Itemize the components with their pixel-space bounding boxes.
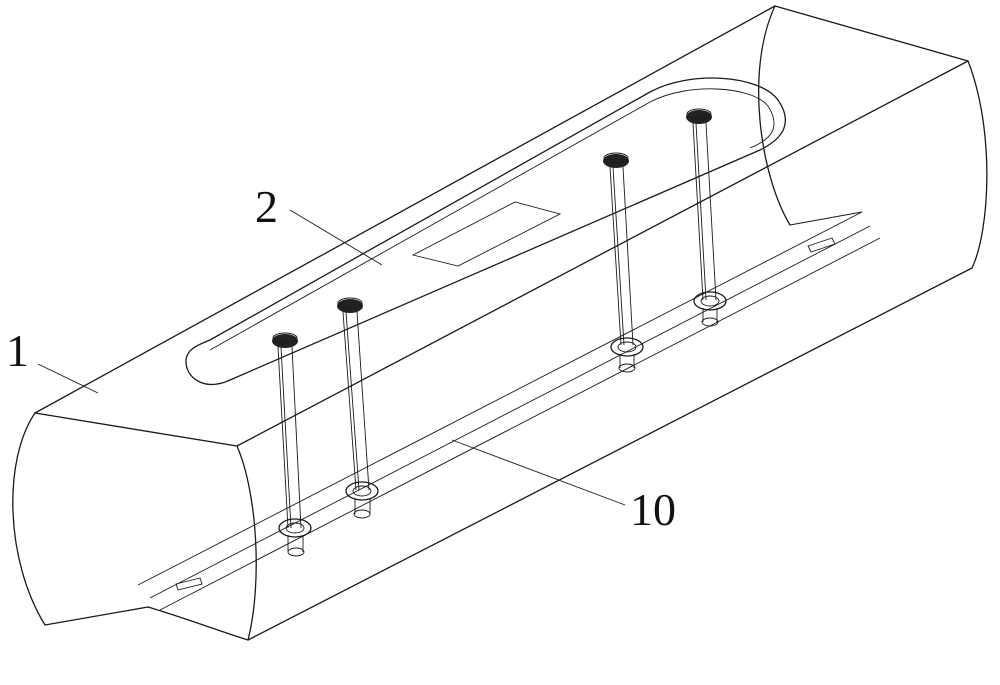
groove-line-lower (160, 238, 880, 610)
bolt-3 (603, 153, 643, 372)
bolt-4-nut (694, 292, 726, 310)
body-right-end-outer (968, 61, 987, 268)
label-groove: 10 (630, 484, 676, 535)
body-front-edge (35, 61, 968, 446)
label-body: 1 (6, 325, 29, 376)
label-plate: 2 (255, 181, 278, 232)
groove-slot-right (808, 238, 835, 252)
body-left-end-inner (237, 446, 256, 640)
bolt-1-nut (279, 519, 311, 537)
bolt-2-nut (346, 482, 378, 500)
body-left-end-outer (13, 413, 45, 625)
groove-line-upper (138, 212, 862, 585)
leader-line-1 (38, 364, 98, 393)
groove-slot-left (176, 578, 202, 590)
body-top-ridge (35, 6, 775, 413)
body-top-edge-right (775, 6, 968, 61)
body-left-lower-edge (45, 607, 148, 625)
plate-outline-inner (210, 89, 774, 350)
bolt-3-nut (611, 338, 643, 356)
bolt-4 (686, 109, 726, 326)
leader-line-2 (290, 210, 382, 265)
body-left-lower-curve (148, 607, 248, 640)
groove-right-lower (790, 212, 862, 225)
main-body (13, 6, 987, 640)
groove-line-mid (150, 226, 870, 598)
leader-line-10 (452, 440, 625, 505)
plate-window (413, 202, 560, 266)
bolt-1 (272, 333, 311, 556)
